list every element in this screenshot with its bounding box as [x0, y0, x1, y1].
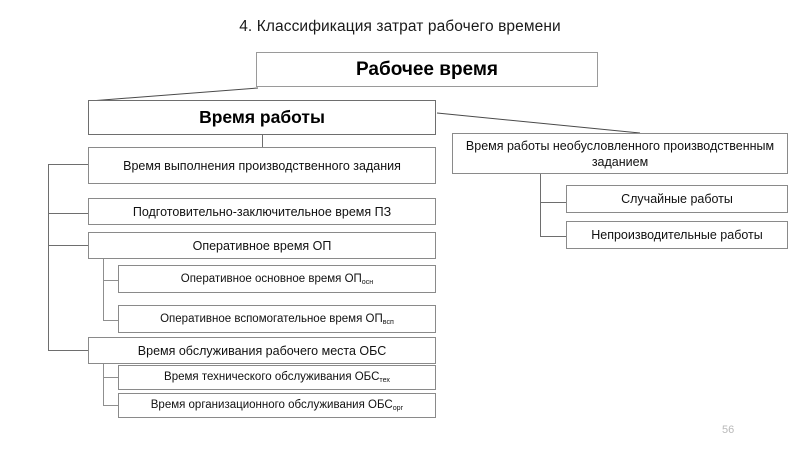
connector-left-branch-drop: [262, 135, 263, 147]
connector-right-child-2: [540, 236, 567, 237]
connector-op-subspine: [103, 258, 104, 320]
connector-left-stub-2: [48, 213, 89, 214]
node-right-child-1-label: Случайные работы: [621, 192, 733, 206]
node-branch-right-unconditioned-work-time[interactable]: Время работы необусловленного производст…: [452, 133, 788, 174]
node-technical-service-text: Время технического обслуживания ОБС: [164, 371, 380, 383]
page-title: 4. Классификация затрат рабочего времени: [239, 18, 561, 35]
node-technical-service-label: Время технического обслуживания ОБСтех: [119, 370, 435, 385]
node-left-child-production-task-time[interactable]: Время выполнения производственного задан…: [88, 147, 436, 184]
connector-left-stub-3: [48, 245, 89, 246]
connector-left-stub-4: [48, 350, 89, 351]
connector-obs-subspine: [103, 362, 104, 405]
connector-right-subspine: [540, 172, 541, 236]
node-technical-service-time[interactable]: Время технического обслуживания ОБСтех: [118, 365, 436, 390]
node-branch-right-label: Время работы необусловленного производст…: [465, 138, 775, 169]
connector-obs-child-1: [103, 377, 119, 378]
node-right-child-random-work[interactable]: Случайные работы: [566, 185, 788, 213]
node-organizational-service-label: Время организационного обслуживания ОБСо…: [119, 398, 435, 413]
node-root-label: Рабочее время: [355, 58, 499, 80]
node-left-child-1-label: Время выполнения производственного задан…: [123, 158, 401, 173]
node-right-child-unproductive-work[interactable]: Непроизводительные работы: [566, 221, 788, 249]
connector-left-stub-1: [48, 164, 89, 165]
node-operative-main-time[interactable]: Оперативное основное время ОПосн: [118, 265, 436, 293]
connector-right-child-1: [540, 202, 567, 203]
node-operative-auxiliary-label: Оперативное вспомогательное время ОПвсп: [119, 312, 435, 327]
node-organizational-service-time[interactable]: Время организационного обслуживания ОБСо…: [118, 393, 436, 418]
node-branch-left-work-time[interactable]: Время работы: [88, 100, 436, 135]
node-organizational-service-text: Время организационного обслуживания ОБС: [150, 399, 393, 411]
node-operative-main-label: Оперативное основное время ОПосн: [119, 272, 435, 287]
node-operative-auxiliary-time[interactable]: Оперативное вспомогательное время ОПвсп: [118, 305, 436, 333]
node-root-working-time[interactable]: Рабочее время: [256, 52, 598, 87]
node-left-child-workplace-service-time[interactable]: Время обслуживания рабочего места ОБС: [88, 337, 436, 364]
node-operative-auxiliary-text: Оперативное вспомогательное время ОП: [160, 312, 383, 325]
node-operative-auxiliary-subscript: всп: [382, 317, 394, 326]
node-left-child-4-label: Время обслуживания рабочего места ОБС: [137, 343, 387, 358]
connector-op-child-1: [103, 280, 119, 281]
node-left-child-operative-time[interactable]: Оперативное время ОП: [88, 232, 436, 259]
node-organizational-service-subscript: орг: [392, 404, 404, 413]
node-right-child-2-label: Непроизводительные работы: [591, 228, 763, 242]
connector-op-child-2: [103, 320, 119, 321]
connector-obs-child-2: [103, 405, 119, 406]
node-left-child-3-label: Оперативное время ОП: [192, 238, 332, 253]
node-left-child-2-label: Подготовительно-заключительное время ПЗ: [132, 204, 392, 219]
node-left-child-preparatory-final-time[interactable]: Подготовительно-заключительное время ПЗ: [88, 198, 436, 225]
connector-left-branch-to-right-branch: [436, 112, 641, 134]
node-technical-service-subscript: тех: [379, 376, 390, 385]
node-operative-main-subscript: осн: [361, 277, 374, 286]
node-operative-main-text: Оперативное основное время ОП: [180, 272, 362, 285]
connector-root-to-left-branch: [89, 87, 259, 102]
connector-left-spine: [48, 164, 49, 350]
node-branch-left-label: Время работы: [199, 107, 325, 127]
page-number: 56: [722, 424, 735, 436]
